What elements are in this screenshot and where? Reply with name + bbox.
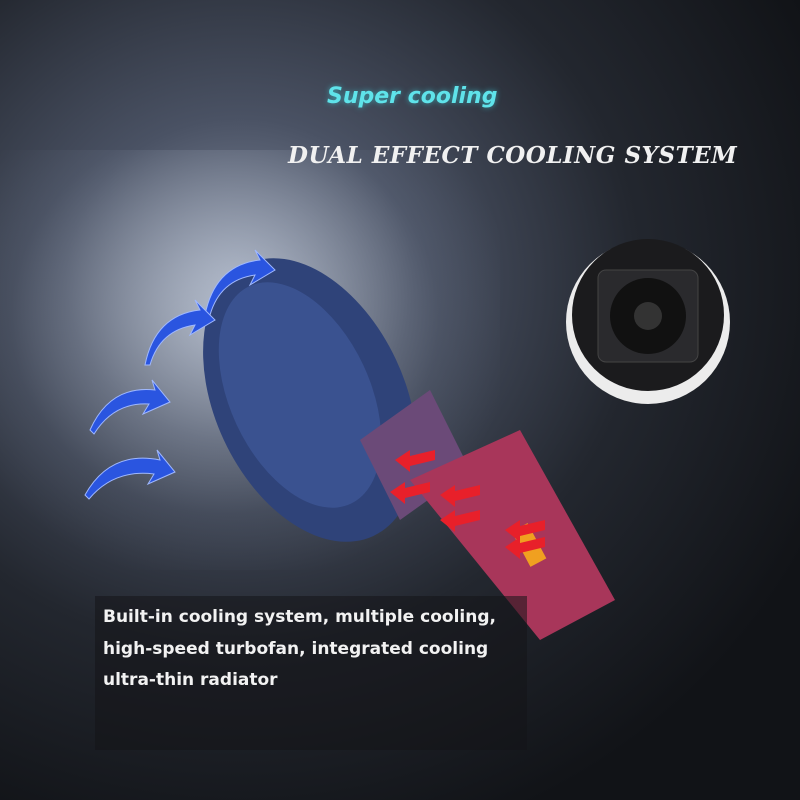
bulb-heatsink	[203, 258, 417, 542]
heat-arrow-icon	[505, 520, 545, 542]
heat-arrow-icon	[505, 537, 545, 559]
description-box: Built-in cooling system, multiple coolin…	[95, 596, 527, 750]
airflow-arrow-icon	[84, 449, 176, 500]
airflow-arrow-icon	[89, 379, 171, 435]
heat-arrow-icon	[440, 510, 480, 532]
airflow-arrow-icon	[204, 249, 276, 316]
heat-arrow-icon	[440, 485, 480, 507]
heat-arrow-icon	[390, 482, 430, 504]
headline: DUAL EFFECT COOLING SYSTEM	[288, 142, 738, 169]
heat-arrow-icon	[395, 450, 435, 472]
subtitle: Super cooling	[327, 84, 498, 109]
description-text: Built-in cooling system, multiple coolin…	[103, 607, 496, 690]
fan-inset-image	[566, 239, 730, 404]
airflow-arrow-icon	[144, 299, 216, 366]
